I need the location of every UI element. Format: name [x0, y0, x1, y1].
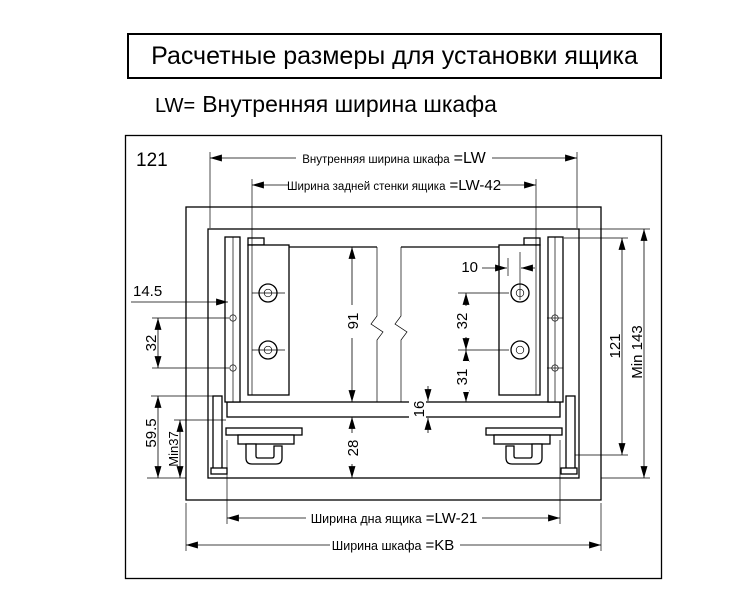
dim-59-5: 59.5 — [143, 418, 160, 447]
dim-14-5: 14.5 — [133, 283, 162, 300]
dim-91: 91 — [345, 313, 362, 330]
dim-16: 16 — [411, 401, 428, 418]
dim-10: 10 — [461, 259, 478, 276]
right-drawer-slide — [498, 236, 564, 403]
drawer-bottom-panel — [226, 401, 561, 418]
page-title-text: Расчетные размеры для установки ящика — [151, 41, 638, 70]
dim-cabinet-width: Ширина шкафа=KB — [332, 537, 454, 554]
left-bottom-rail — [210, 395, 303, 475]
dim-28: 28 — [345, 440, 362, 457]
dim-inner-width: Внутренняя ширина шкафа=LW — [302, 150, 486, 167]
subtitle: LW= Внутренняя ширина шкафа — [155, 91, 497, 118]
subtitle-text: Внутренняя ширина шкафа — [202, 91, 497, 117]
dim-min143: Min 143 — [629, 325, 646, 378]
subtitle-lw-prefix: LW= — [155, 95, 196, 117]
dim-32-right: 32 — [454, 313, 471, 330]
page-title: Расчетные размеры для установки ящика — [127, 33, 662, 79]
diagram-border — [124, 134, 663, 580]
dim-bottom-width: Ширина дна ящика=LW-21 — [311, 510, 478, 527]
dim-min37: Min37 — [166, 431, 181, 466]
dimension-labels: 121 Внутренняя ширина шкафа=LW Ширина за… — [133, 150, 646, 554]
left-drawer-slide — [224, 236, 290, 403]
dim-32-left: 32 — [143, 335, 160, 352]
dim-back-width: Ширина задней стенки ящика=LW-42 — [287, 177, 501, 194]
corner-model-label: 121 — [136, 150, 168, 171]
dim-31: 31 — [454, 369, 471, 386]
label-backgrounds — [289, 150, 499, 554]
dim-121-right: 121 — [607, 333, 624, 358]
drawer-back-wall — [289, 246, 499, 402]
right-bottom-rail — [485, 395, 578, 475]
